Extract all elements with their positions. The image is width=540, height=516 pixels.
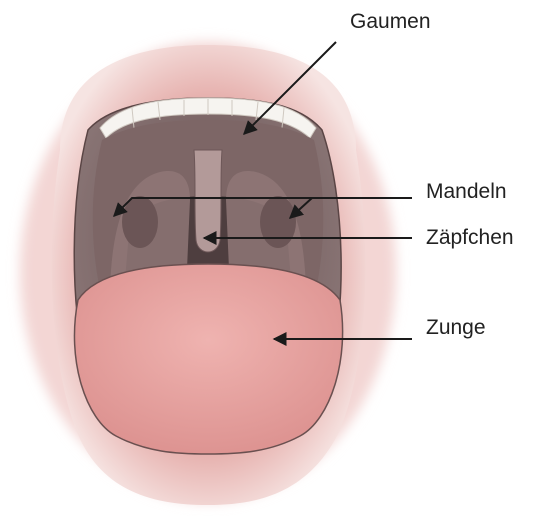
right-tonsil bbox=[260, 196, 296, 248]
tonsils-label: Mandeln bbox=[426, 180, 507, 203]
tongue bbox=[74, 264, 342, 454]
palate-label: Gaumen bbox=[350, 10, 431, 33]
uvula bbox=[194, 150, 222, 252]
uvula-label: Zäpfchen bbox=[426, 226, 514, 249]
tongue-label: Zunge bbox=[426, 316, 486, 339]
